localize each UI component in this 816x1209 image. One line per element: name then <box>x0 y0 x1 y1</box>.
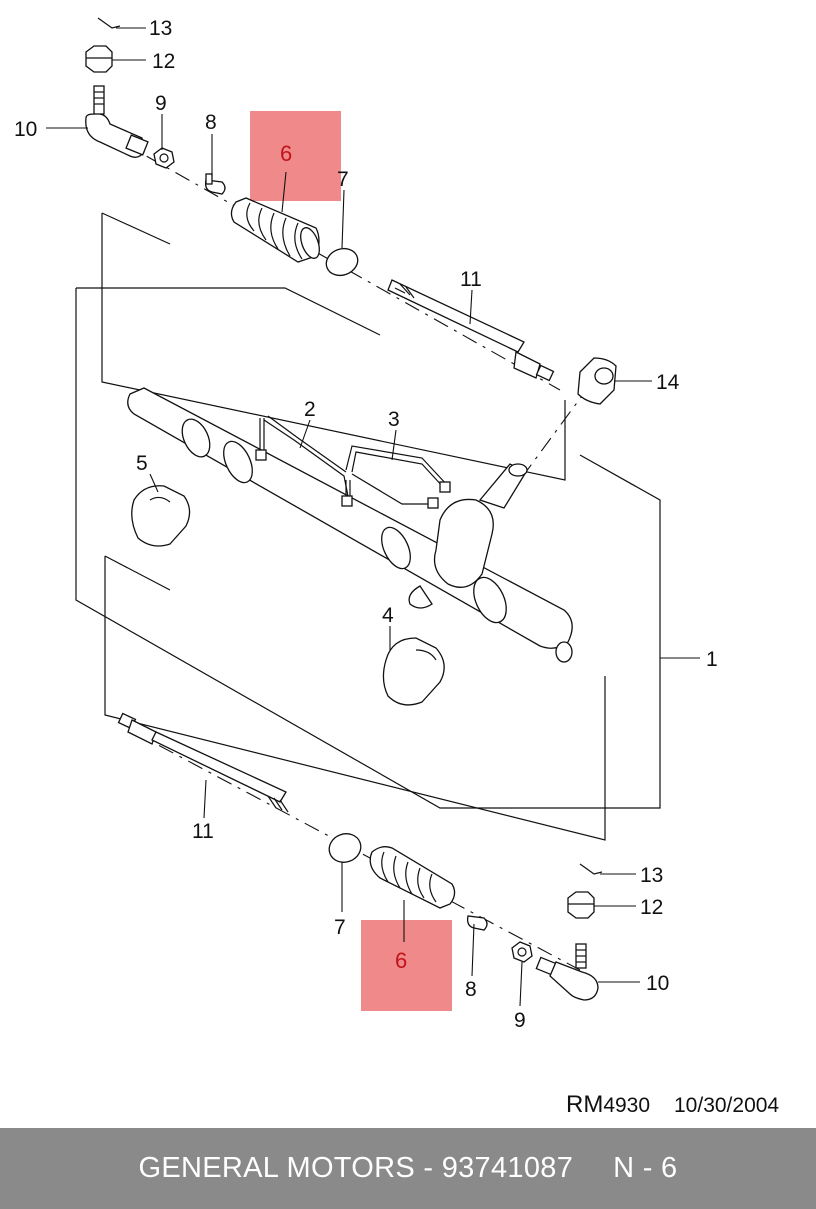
reference-code: RM4930 <box>566 1091 650 1118</box>
castle-nut-top <box>85 45 113 73</box>
callout-2: 2 <box>304 398 316 421</box>
highlight-box-bottom <box>361 920 452 1011</box>
footer-page-index: N - 6 <box>613 1152 678 1184</box>
castle-nut-bottom <box>567 891 595 919</box>
callout-13-top: 13 <box>149 17 172 40</box>
reference-date: 10/30/2004 <box>674 1094 779 1117</box>
callout-13-bottom: 13 <box>640 864 663 887</box>
callout-9-top: 9 <box>155 92 167 115</box>
callout-12-bottom: 12 <box>640 896 663 919</box>
mount-left <box>131 485 191 547</box>
pressure-pipes <box>255 415 451 509</box>
reference-number: 4930 <box>603 1094 650 1117</box>
cotter-pin-top <box>97 17 121 29</box>
cotter-pin-bottom <box>579 863 603 875</box>
highlight-box-top <box>250 111 341 201</box>
tie-rod-end-bottom <box>535 943 599 1001</box>
clamp-ring-bottom <box>328 833 362 863</box>
callout-6-bottom-highlighted: 6 <box>395 948 407 973</box>
footer-brand-part-number: GENERAL MOTORS - 93741087 <box>138 1152 574 1184</box>
reference-prefix: RM <box>566 1091 603 1118</box>
callout-10-top: 10 <box>14 118 37 141</box>
bushing <box>577 357 617 405</box>
callout-1: 1 <box>706 648 718 671</box>
inner-tie-rod-top <box>387 279 555 382</box>
jam-nut-bottom <box>511 941 533 963</box>
callout-3: 3 <box>388 408 400 431</box>
callout-11-bottom: 11 <box>192 820 214 843</box>
steering-rack-exploded-diagram: 13 12 10 9 8 6 7 11 14 2 3 5 4 1 11 7 6 … <box>14 17 779 1118</box>
clamp-top <box>204 173 226 195</box>
callout-14: 14 <box>656 371 680 394</box>
callout-6-top-highlighted: 6 <box>280 141 292 166</box>
callout-7-bottom: 7 <box>334 916 346 939</box>
mount-right <box>382 637 445 706</box>
callout-8-bottom: 8 <box>465 978 477 1001</box>
leader-lines <box>46 27 652 1007</box>
boot-bottom <box>369 846 456 909</box>
assembly-frame <box>75 212 700 841</box>
callout-12-top: 12 <box>152 50 175 73</box>
boot-top <box>230 197 320 263</box>
callout-11-top: 11 <box>460 268 482 291</box>
clamp-bottom <box>466 915 488 931</box>
tie-rod-end-top <box>85 85 149 158</box>
callout-7-top: 7 <box>337 168 349 191</box>
inner-tie-rod-bottom <box>117 712 289 813</box>
callout-9-bottom: 9 <box>514 1009 526 1032</box>
jam-nut-top <box>153 147 175 169</box>
clamp-ring-top <box>325 247 359 277</box>
callout-4: 4 <box>382 604 394 627</box>
rack-housing <box>127 387 573 663</box>
callout-8-top: 8 <box>205 111 217 134</box>
callout-10-bottom: 10 <box>646 972 669 995</box>
footer-bar: GENERAL MOTORS - 93741087 N - 6 <box>0 1128 816 1209</box>
callout-5: 5 <box>136 452 148 475</box>
